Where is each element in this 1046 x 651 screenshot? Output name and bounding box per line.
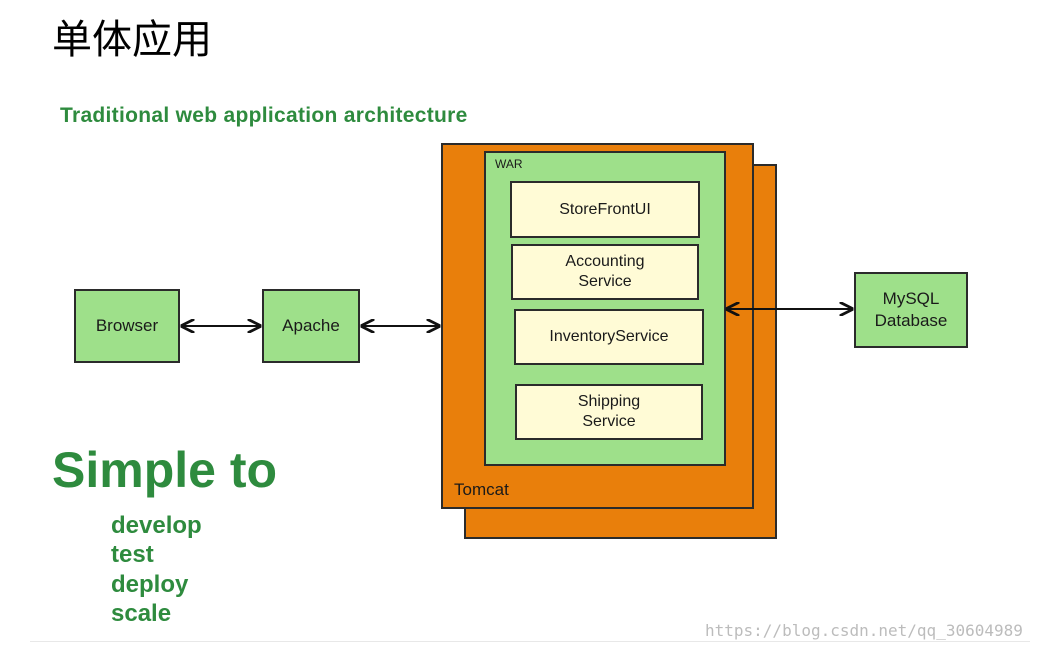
bottom-divider: [30, 641, 1030, 642]
service-label-line2: Service: [578, 273, 632, 290]
tomcat-label: Tomcat: [454, 480, 509, 499]
mysql-label-line1: MySQL: [882, 289, 940, 308]
apache-label: Apache: [282, 316, 340, 335]
service-label-line1: Accounting: [565, 253, 645, 270]
slogan-heading: Simple to: [52, 442, 278, 498]
service-label-line1: StoreFrontUI: [559, 200, 651, 218]
apache-node: Apache: [262, 289, 360, 363]
service-label-line1: InventoryService: [549, 328, 669, 345]
page-title: 单体应用: [52, 17, 212, 63]
service-shipping: Shipping Service: [515, 384, 703, 440]
slogan-item-test: test: [111, 541, 154, 568]
service-label-line1: Shipping: [577, 393, 641, 410]
slogan-item-develop: develop: [111, 512, 202, 539]
browser-label: Browser: [95, 316, 159, 335]
mysql-node: MySQL Database: [854, 272, 968, 348]
service-storefrontui: StoreFrontUI: [510, 181, 700, 238]
service-inventory: InventoryService: [514, 309, 704, 365]
war-label: WAR: [495, 157, 523, 171]
slogan-item-scale: scale: [111, 600, 172, 627]
slogan-item-deploy: deploy: [111, 571, 189, 598]
service-accounting: Accounting Service: [511, 244, 699, 300]
watermark-text: https://blog.csdn.net/qq_30604989: [705, 621, 1023, 640]
mysql-label-line2: Database: [874, 311, 948, 330]
service-label-line2: Service: [582, 413, 636, 430]
browser-node: Browser: [74, 289, 180, 363]
diagram-subtitle: Traditional web application architecture: [60, 104, 468, 127]
